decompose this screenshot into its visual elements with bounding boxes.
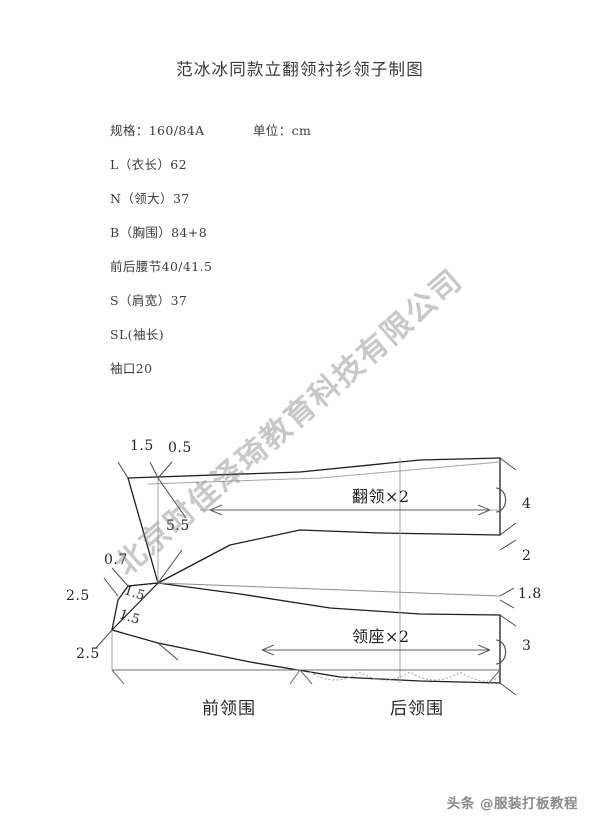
piece-dim-arrowhead-left-lower (261, 644, 275, 656)
guide-top (147, 461, 501, 485)
leader-top-left-b3 (157, 477, 187, 519)
dim-left-upper: 0.7 (104, 552, 128, 568)
tick-right-2-top (499, 539, 517, 551)
tick-right-2-bottom (499, 587, 515, 597)
spec-unit-label: 单位：cm (252, 123, 312, 138)
spec-row-size: 规格：160/84A 单位：cm (110, 120, 430, 154)
leader-left-upper (111, 567, 129, 587)
specification-block: 规格：160/84A 单位：cm L（衣长）62 N（领大）37 B（胸围）84… (110, 120, 430, 392)
stand-bottom-edge (157, 642, 501, 684)
collar-pattern-drawing: 1.5 0.5 5.5 0.7 2.5 1.5 1.5 2.5 4 2 1.8 … (0, 400, 600, 740)
leader-left-inner-bottom (157, 642, 179, 661)
spec-row-length: L（衣长）62 (110, 157, 188, 172)
spec-row-waist: 前后腰节40/41.5 (110, 259, 213, 274)
collar-left-slant (127, 477, 159, 584)
dim-right-4: 3 (522, 638, 532, 654)
construction-line-left (127, 582, 159, 587)
notch-arc-lower (495, 639, 507, 665)
neckline-arrow-right (487, 669, 501, 685)
neckline-arrow-left (111, 669, 125, 685)
tick-right-3-bottom (499, 614, 517, 627)
stand-top-edge (157, 582, 501, 616)
leader-left-outer-bottom (95, 629, 113, 649)
footer-watermark: 头条 @服装打板教程 (446, 796, 578, 812)
spec-row-bust: B（胸围）84+8 (110, 225, 208, 240)
stand-left-edge (111, 629, 159, 644)
leader-left-outer-top (103, 577, 119, 597)
back-neck-scallop (309, 671, 501, 682)
piece-label-collar-stand: 领座×2 (352, 627, 410, 646)
tick-right-4-bottom (499, 682, 517, 696)
tick-right-3-top (499, 599, 515, 609)
dim-center-drop: 5.5 (166, 518, 190, 534)
collar-top-edge (127, 457, 501, 479)
tick-right-1-top (499, 457, 517, 471)
spec-row-sleeve: SL(袖长) (110, 327, 165, 342)
caption-front-neckline: 前领围 (202, 699, 256, 719)
dim-right-2: 2 (522, 548, 532, 564)
construction-line-left-down (111, 582, 159, 631)
dim-top-left-a: 1.5 (130, 438, 154, 454)
leader-center-drop (157, 549, 183, 584)
pattern-linework (95, 457, 517, 696)
leader-top-left-a (117, 461, 129, 479)
spec-row-cuff: 袖口20 (110, 361, 153, 376)
dim-left-outer-bottom: 2.5 (76, 646, 100, 662)
neckline-split-arrow (289, 669, 313, 685)
spec-row-neck: N（领大）37 (110, 191, 190, 206)
piece-dim-arrowhead-right-upper (477, 504, 491, 516)
leader-top-left-b2 (157, 461, 173, 479)
collar-fold-line (157, 529, 501, 584)
spec-row-shoulder: S（肩宽）37 (110, 293, 188, 308)
tick-right-1-bottom (499, 522, 517, 536)
piece-dim-arrowhead-right-lower (477, 644, 491, 656)
dim-right-1: 4 (522, 496, 532, 512)
dim-left-outer-top: 2.5 (66, 588, 90, 604)
leader-top-left-b1 (149, 461, 159, 479)
page-title: 范冰冰同款立翻领衬衫领子制图 (176, 60, 424, 79)
spec-size-label: 规格：160/84A (110, 123, 205, 138)
piece-label-turndown-collar: 翻领×2 (352, 487, 410, 506)
construction-line-mid (157, 582, 501, 597)
notch-arc-upper (495, 487, 507, 513)
caption-back-neckline: 后领围 (390, 699, 444, 719)
piece-dim-arrowhead-left-upper (209, 504, 223, 516)
dim-right-3: 1.8 (518, 586, 542, 602)
dim-top-left-b: 0.5 (168, 440, 192, 456)
